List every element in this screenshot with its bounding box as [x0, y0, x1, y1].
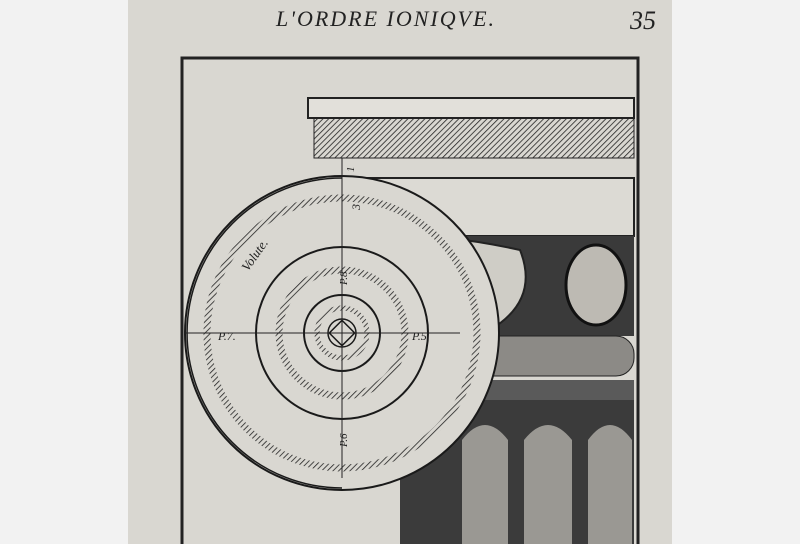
page-number: 35: [630, 6, 656, 35]
page-title: L'ORDRE IONIQVE.: [276, 6, 497, 31]
label-p8: P.8: [338, 271, 350, 286]
label-1: 1: [345, 167, 357, 173]
abacus: [307, 97, 635, 119]
label-3: 3: [349, 204, 363, 211]
label-p7: P.7.: [217, 329, 236, 343]
plate-frame: [180, 56, 640, 544]
egg-ornament: [564, 243, 628, 327]
ornamental-frieze: [313, 117, 635, 159]
column-flute: [462, 425, 508, 544]
column-flute: [588, 425, 632, 544]
label-p6: P.6: [338, 433, 350, 448]
label-p5: P.5: [411, 329, 427, 343]
column-flute: [524, 425, 572, 544]
